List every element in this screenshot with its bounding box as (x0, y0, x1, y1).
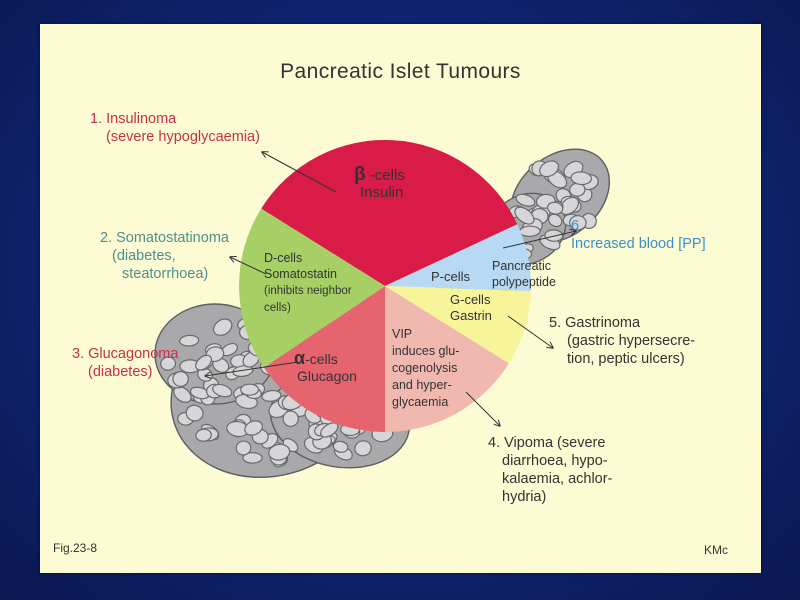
tissue-cell (212, 383, 233, 398)
tissue-cell (212, 318, 233, 336)
pp-hormone-label: Pancreatic polypeptide (492, 258, 556, 290)
vip-segment (385, 286, 509, 432)
vip-line3: cogenolysis (392, 361, 458, 375)
pointer-arrows (205, 152, 576, 426)
tissue-cell (261, 389, 282, 402)
vip-line4: and hyper- (392, 378, 452, 392)
tissue-cell (548, 213, 563, 228)
tissue-cell (232, 365, 254, 378)
vip-label: VIP induces glu- cogenolysis and hyper- … (392, 326, 459, 411)
tissue-cell (179, 334, 200, 347)
vipoma-desc3: hydria) (502, 489, 547, 505)
pp-line2: polypeptide (492, 275, 556, 289)
glucagonoma-title: 3. Glucagonoma (72, 346, 179, 362)
somatostatinoma-desc1: (diabetes, (112, 248, 176, 264)
alpha-hormone: Glucagon (297, 368, 357, 384)
diagram-title: Pancreatic Islet Tumours (280, 60, 521, 83)
alpha-cells-text: -cells (305, 351, 338, 367)
tissue-cell (539, 160, 560, 178)
beta-hormone: Insulin (360, 184, 404, 201)
insulinoma-title: 1. Insulinoma (90, 111, 177, 127)
g-cells-label: G-cells Gastrin (450, 292, 492, 324)
vip-line1: VIP (392, 327, 413, 341)
beta-symbol: β (354, 164, 366, 185)
d-cells-segment (239, 208, 385, 368)
d-cells-line1: D-cells (264, 251, 303, 265)
beta-cells-text: -cells (365, 167, 405, 184)
pp-tumour-desc: Increased blood [PP] (571, 236, 706, 252)
credit-label: KMc (704, 543, 728, 557)
tissue-cell (195, 354, 213, 371)
vip-line5: glycaemia (392, 395, 449, 409)
arrow-glucagonoma (205, 361, 299, 376)
vipoma-title: 4. Vipoma (severe (488, 435, 606, 451)
g-cells-hormone: Gastrin (450, 308, 492, 323)
tissue-cell (515, 193, 536, 207)
pp-line1: Pancreatic (492, 259, 552, 273)
slide: Pancreatic Islet Tumours β -cells Insuli… (40, 24, 761, 573)
tissue-cell (282, 410, 299, 427)
vipoma-desc2: kalaemia, achlor- (502, 471, 613, 487)
gastrinoma-label: 5. Gastrinoma (gastric hypersecre- tion,… (549, 314, 695, 368)
tissue-cell (332, 440, 349, 453)
tissue-cell (240, 383, 260, 396)
tissue-cell (173, 386, 192, 403)
tissue-cell (185, 404, 204, 422)
g-cells-segment (385, 286, 531, 364)
tissue-cell (235, 440, 252, 456)
tissue-cell (320, 422, 339, 438)
tissue-cell (195, 428, 212, 442)
tissue-cell (354, 440, 372, 457)
tissue-cell (519, 225, 541, 238)
alpha-cells-label: α-cells Glucagon (294, 348, 357, 385)
tissue-cell (546, 201, 564, 215)
tissue-cell (244, 420, 263, 436)
arrow-vipoma (465, 391, 500, 426)
g-cells-name: G-cells (450, 292, 491, 307)
glucagonoma-label: 3. Glucagonoma (diabetes) (72, 345, 178, 381)
vip-line2: induces glu- (392, 344, 460, 358)
gastrinoma-title: 5. Gastrinoma (549, 315, 641, 331)
tissue-cell (160, 356, 177, 371)
tissue-cell (268, 443, 291, 461)
alpha-symbol: α (294, 348, 306, 368)
tissue-cell (570, 171, 592, 186)
vipoma-label: 4. Vipoma (severe diarrhoea, hypo- kalae… (488, 434, 612, 506)
somatostatinoma-label: 2. Somatostatinoma (diabetes, steatorrho… (100, 229, 229, 283)
beta-segment (261, 140, 518, 286)
somatostatinoma-title: 2. Somatostatinoma (100, 230, 229, 246)
pp-tumour-label: 6. Increased blood [PP] (571, 217, 706, 253)
arrow-gastrinoma (507, 315, 553, 348)
d-cells-line2: Somatostatin (264, 267, 337, 281)
alpha-segment (264, 286, 385, 432)
insulinoma-desc: (severe hypoglycaemia) (106, 129, 260, 145)
tissue-cell (172, 370, 189, 388)
figure-label: Fig.23-8 (53, 541, 98, 555)
d-cells-line3: (inhibits neighbor (264, 285, 352, 297)
beta-cells-label: β -cells Insulin (354, 164, 405, 201)
tissue-cell (569, 215, 587, 231)
p-cells-segment (385, 224, 531, 292)
gastrinoma-desc2: tion, peptic ulcers) (567, 351, 685, 367)
gastrinoma-desc1: (gastric hypersecre- (567, 333, 696, 349)
tissue-cell (514, 206, 535, 225)
somatostatinoma-desc2: steatorrhoea) (122, 266, 209, 282)
glucagonoma-desc: (diabetes) (88, 364, 153, 380)
pp-tumour-number: 6. (571, 218, 584, 234)
p-cells-name: P-cells (431, 269, 471, 284)
arrow-insulinoma (262, 152, 337, 193)
pancreas-diagram (154, 140, 611, 479)
insulinoma-label: 1. Insulinoma (severe hypoglycaemia) (90, 110, 260, 146)
islet-cell-pie (239, 140, 531, 432)
arrow-pp (502, 231, 576, 249)
d-cells-label: D-cells Somatostatin (inhibits neighbor … (264, 250, 352, 316)
d-cells-line4: cells) (264, 302, 291, 314)
arrow-somatostatinoma (230, 257, 267, 275)
tissue-cell (242, 452, 263, 464)
vipoma-desc1: diarrhoea, hypo- (502, 453, 608, 469)
tissue-cell (544, 229, 564, 242)
p-cells-label: P-cells (431, 268, 470, 285)
